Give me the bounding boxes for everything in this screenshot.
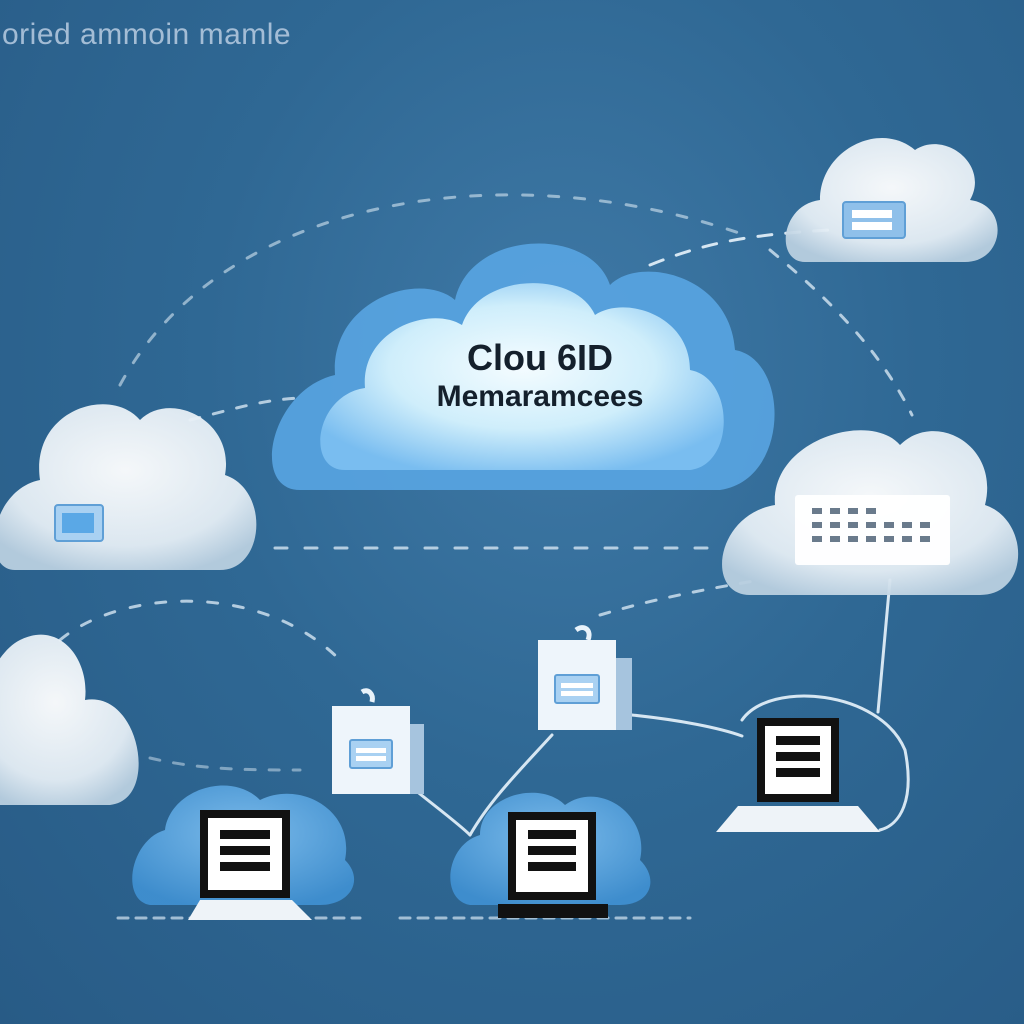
connector-arc-lower-left-2 [148,756,302,772]
cloud-lower-left [0,634,139,805]
connector-arc-lower-left [58,599,342,662]
connector-laptop-loop [740,694,910,832]
device-center [498,812,608,918]
main-cloud [271,243,775,490]
header-text: oried ammoin mamle [2,18,292,51]
folder-icon [554,674,600,704]
device-right [716,718,880,832]
cloud-right [722,430,1019,595]
document-icon [220,830,270,871]
document-icon [528,830,576,871]
folder-icon [842,201,906,239]
main-cloud-title: Clou 6ID Memaramcees [360,336,720,415]
spreadsheet-icon [795,495,950,565]
server-box-center [538,625,632,730]
connector-arc-top [118,193,747,387]
connector-box2-to-device [468,733,554,837]
connector-left-to-main [188,396,302,422]
main-cloud-title-line2: Memaramcees [436,380,644,414]
document-icon [776,736,820,777]
main-cloud-title-line1: Clou 6ID [466,337,613,378]
connector-box-to-device [413,788,472,837]
folder-icon [349,739,393,769]
server-box-left [332,688,424,794]
connector-right-cloud-to-laptop [876,578,892,714]
cloud-left [0,404,257,570]
folder-icon [54,504,104,542]
device-left [188,810,312,920]
connector-box-to-laptop [630,713,744,738]
cloud-top-right [785,138,998,262]
connector-topright-to-right [768,248,914,417]
